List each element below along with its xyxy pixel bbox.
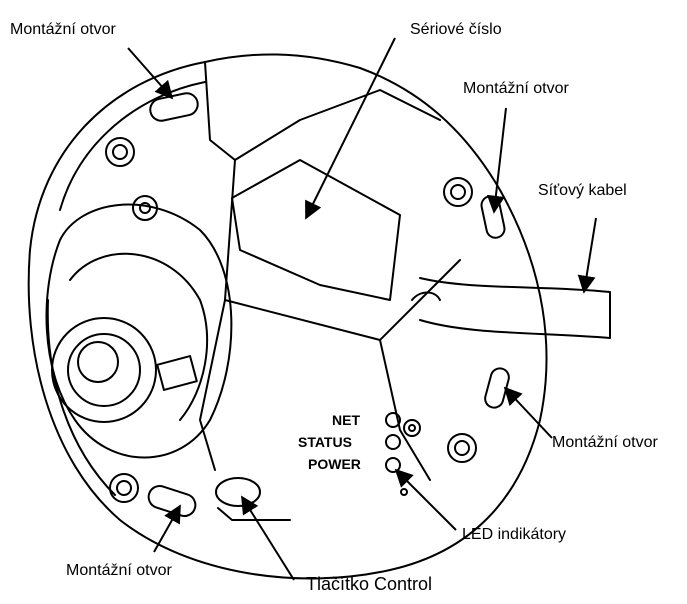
camera-lens [51, 317, 157, 423]
led-label-power: POWER [308, 456, 361, 472]
mount-slot-top-right [480, 195, 506, 239]
arrow-serial [305, 37, 396, 220]
housing-outline [27, 53, 548, 580]
label-network-cable: Síťový kabel [538, 182, 627, 199]
screw-bottom-left [109, 473, 139, 503]
led-power [385, 457, 401, 473]
arrow-network-cable [577, 217, 597, 294]
led-status [385, 434, 401, 450]
housing-inner-rim [59, 81, 206, 211]
mount-slot-right [484, 367, 510, 409]
lens-screw [132, 195, 158, 221]
label-control-button: Tlačítko Control [306, 574, 433, 594]
arrow-mount-top-left [127, 47, 174, 100]
led-net [385, 412, 401, 428]
control-button-hole [215, 477, 261, 507]
label-mount-top-left: Montážní otvor [10, 21, 116, 38]
network-cable [419, 277, 611, 339]
arrow-mount-right [503, 386, 553, 439]
screw-top-left [105, 137, 135, 167]
led-label-net: NET [332, 412, 360, 428]
screw-right [447, 433, 477, 463]
arrow-mount-bottom-left [153, 504, 181, 553]
serial-label-plate [231, 159, 401, 301]
lens-adjuster [156, 355, 198, 391]
led-label-status: STATUS [298, 434, 352, 450]
label-mount-right: Montážní otvor [552, 434, 658, 451]
label-serial-number: Sériové číslo [410, 21, 502, 38]
arrow-mount-top-right [486, 107, 507, 214]
label-mount-top-right: Montážní otvor [463, 80, 569, 97]
label-led-indicators: LED indikátory [462, 526, 567, 543]
mount-slot-top-left [149, 92, 199, 122]
arrow-control-button [241, 495, 295, 581]
screw-top-right [443, 177, 473, 207]
mount-slot-bottom-left [147, 484, 197, 518]
arrow-led [394, 468, 457, 531]
label-mount-bottom-left: Montážní otvor [66, 562, 172, 579]
